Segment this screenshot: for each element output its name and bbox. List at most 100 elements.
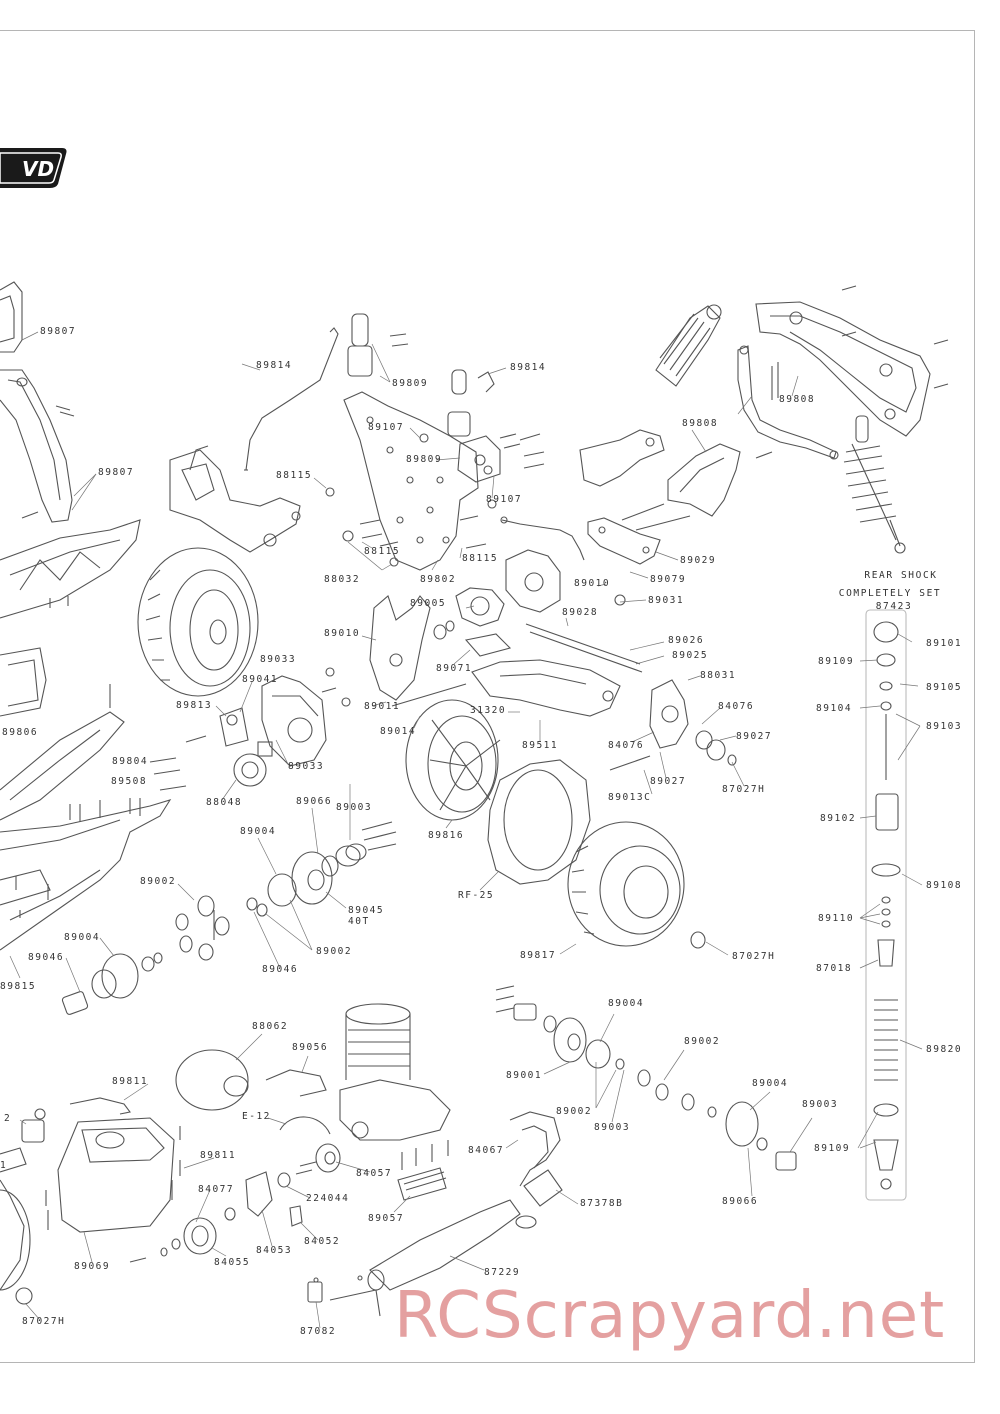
bulkhead-mount-89809 (457, 435, 501, 483)
page-frame (0, 30, 975, 1363)
part-label: E-12 (242, 1111, 271, 1122)
part-label: 84055 (214, 1257, 251, 1268)
part-label: 87229 (484, 1267, 521, 1278)
part-label: 89071 (436, 663, 473, 674)
center-drive-shaft-89001 (495, 985, 557, 1033)
part-label: 89002 (140, 876, 177, 887)
watermark-text: RCScrapyard.net (394, 1279, 946, 1353)
rear-hub-carrier (649, 679, 689, 749)
glow-plug-wrench-87082 (307, 1281, 381, 1317)
receiver-box-parts (0, 1108, 49, 1305)
part-label: 84052 (304, 1236, 341, 1247)
shock-title-part: 87423 (875, 601, 913, 612)
rear-spur-diff-89004 (553, 1017, 717, 1118)
part-label: 89045 (348, 905, 385, 916)
part-label: 2 (4, 1113, 12, 1124)
part-label: 89057 (368, 1213, 405, 1224)
front-upper-arm-assembly (169, 445, 301, 553)
part-label: 89011 (364, 701, 401, 712)
part-label: 89004 (608, 998, 645, 1009)
part-label: 89804 (112, 756, 149, 767)
part-label: 89814 (256, 360, 293, 371)
chassis-screws (15, 405, 141, 918)
fuel-tank-posts-89811 (69, 1097, 181, 1200)
part-label: 89820 (926, 1044, 963, 1055)
part-label: 89102 (820, 813, 857, 824)
part-label: 89107 (486, 494, 523, 505)
body-post-left (347, 313, 373, 377)
servo-saver-89041 (219, 707, 249, 747)
brake-screws (149, 667, 351, 791)
clutch-bell-84057 (315, 1143, 341, 1173)
part-label: 89104 (816, 703, 853, 714)
rear-diff-housing-89004 (725, 1101, 797, 1171)
part-label: 89807 (98, 467, 135, 478)
part-label: 89815 (0, 981, 37, 992)
part-label: 1 (0, 1160, 8, 1171)
part-label: 89814 (510, 362, 547, 373)
part-label: 89003 (594, 1122, 631, 1133)
part-label: 89817 (520, 950, 557, 961)
engine-block (339, 1003, 451, 1141)
part-label: 89811 (200, 1150, 237, 1161)
part-label: 87018 (816, 963, 853, 974)
part-label: 31320 (470, 705, 507, 716)
part-label: 88115 (364, 546, 401, 557)
rear-wing-mount-left (579, 429, 665, 487)
rear-hinge-pin-screws (621, 503, 691, 531)
rear-hinge-block-89029 (587, 517, 661, 565)
part-label: 89025 (672, 650, 709, 661)
part-label: 84057 (356, 1168, 393, 1179)
part-label: 89026 (668, 635, 705, 646)
shock-spacers-misc (129, 1161, 363, 1283)
part-label: 89508 (111, 776, 148, 787)
part-label: 87027H (732, 951, 776, 962)
part-label: 89108 (926, 880, 963, 891)
part-label: 89802 (420, 574, 457, 585)
clutch-assembly-84055 (160, 1207, 236, 1257)
part-label: 88031 (700, 670, 737, 681)
part-label: 87378B (580, 1198, 624, 1209)
part-label: 87027H (722, 784, 766, 795)
rear-gearbox-housing-upper (505, 549, 561, 613)
part-label: 88048 (206, 797, 243, 808)
part-label: 89002 (556, 1106, 593, 1117)
front-diff-housing-89004 (91, 952, 163, 999)
part-label: 89004 (752, 1078, 789, 1089)
part-label: 89029 (680, 555, 717, 566)
part-label: 88032 (324, 574, 361, 585)
part-label: 89004 (64, 932, 101, 943)
main-chassis-plate (0, 799, 172, 951)
part-label: 89041 (242, 674, 279, 685)
front-wing-mount-lower (0, 369, 73, 523)
part-label: 89033 (288, 761, 325, 772)
part-label: 87082 (300, 1326, 337, 1337)
part-label: 87027H (22, 1316, 66, 1327)
part-label: 84077 (198, 1184, 235, 1195)
part-label: 89002 (684, 1036, 721, 1047)
part-label: 89010 (574, 578, 611, 589)
part-label: 89107 (368, 422, 405, 433)
logo-text: VD (22, 157, 54, 181)
heatsink-89057 (397, 1140, 449, 1201)
front-diff-cup-89046 (61, 991, 89, 1015)
rear-sway-bar (500, 516, 585, 561)
air-filter-88062 (175, 1049, 249, 1111)
rear-shock-upper-left (655, 304, 722, 387)
rear-wheel-rim-89816 (405, 699, 501, 821)
top-plate-screws (325, 333, 545, 567)
rear-gearbox-mount-89010 (369, 595, 431, 701)
fuel-line-e12 (279, 1116, 331, 1135)
part-label: 40T (348, 916, 370, 927)
engine-mount-84053 (245, 1171, 303, 1227)
part-label: 89813 (176, 700, 213, 711)
part-label: 89066 (296, 796, 333, 807)
rear-hub-bearings (609, 730, 737, 771)
part-label: 89816 (428, 830, 465, 841)
rear-turnbuckle-89028 (525, 594, 643, 673)
part-label: 89809 (392, 378, 429, 389)
part-label: 89004 (240, 826, 277, 837)
part-label: 89806 (2, 727, 39, 738)
part-label: 89028 (562, 607, 599, 618)
part-label: 89110 (818, 913, 855, 924)
